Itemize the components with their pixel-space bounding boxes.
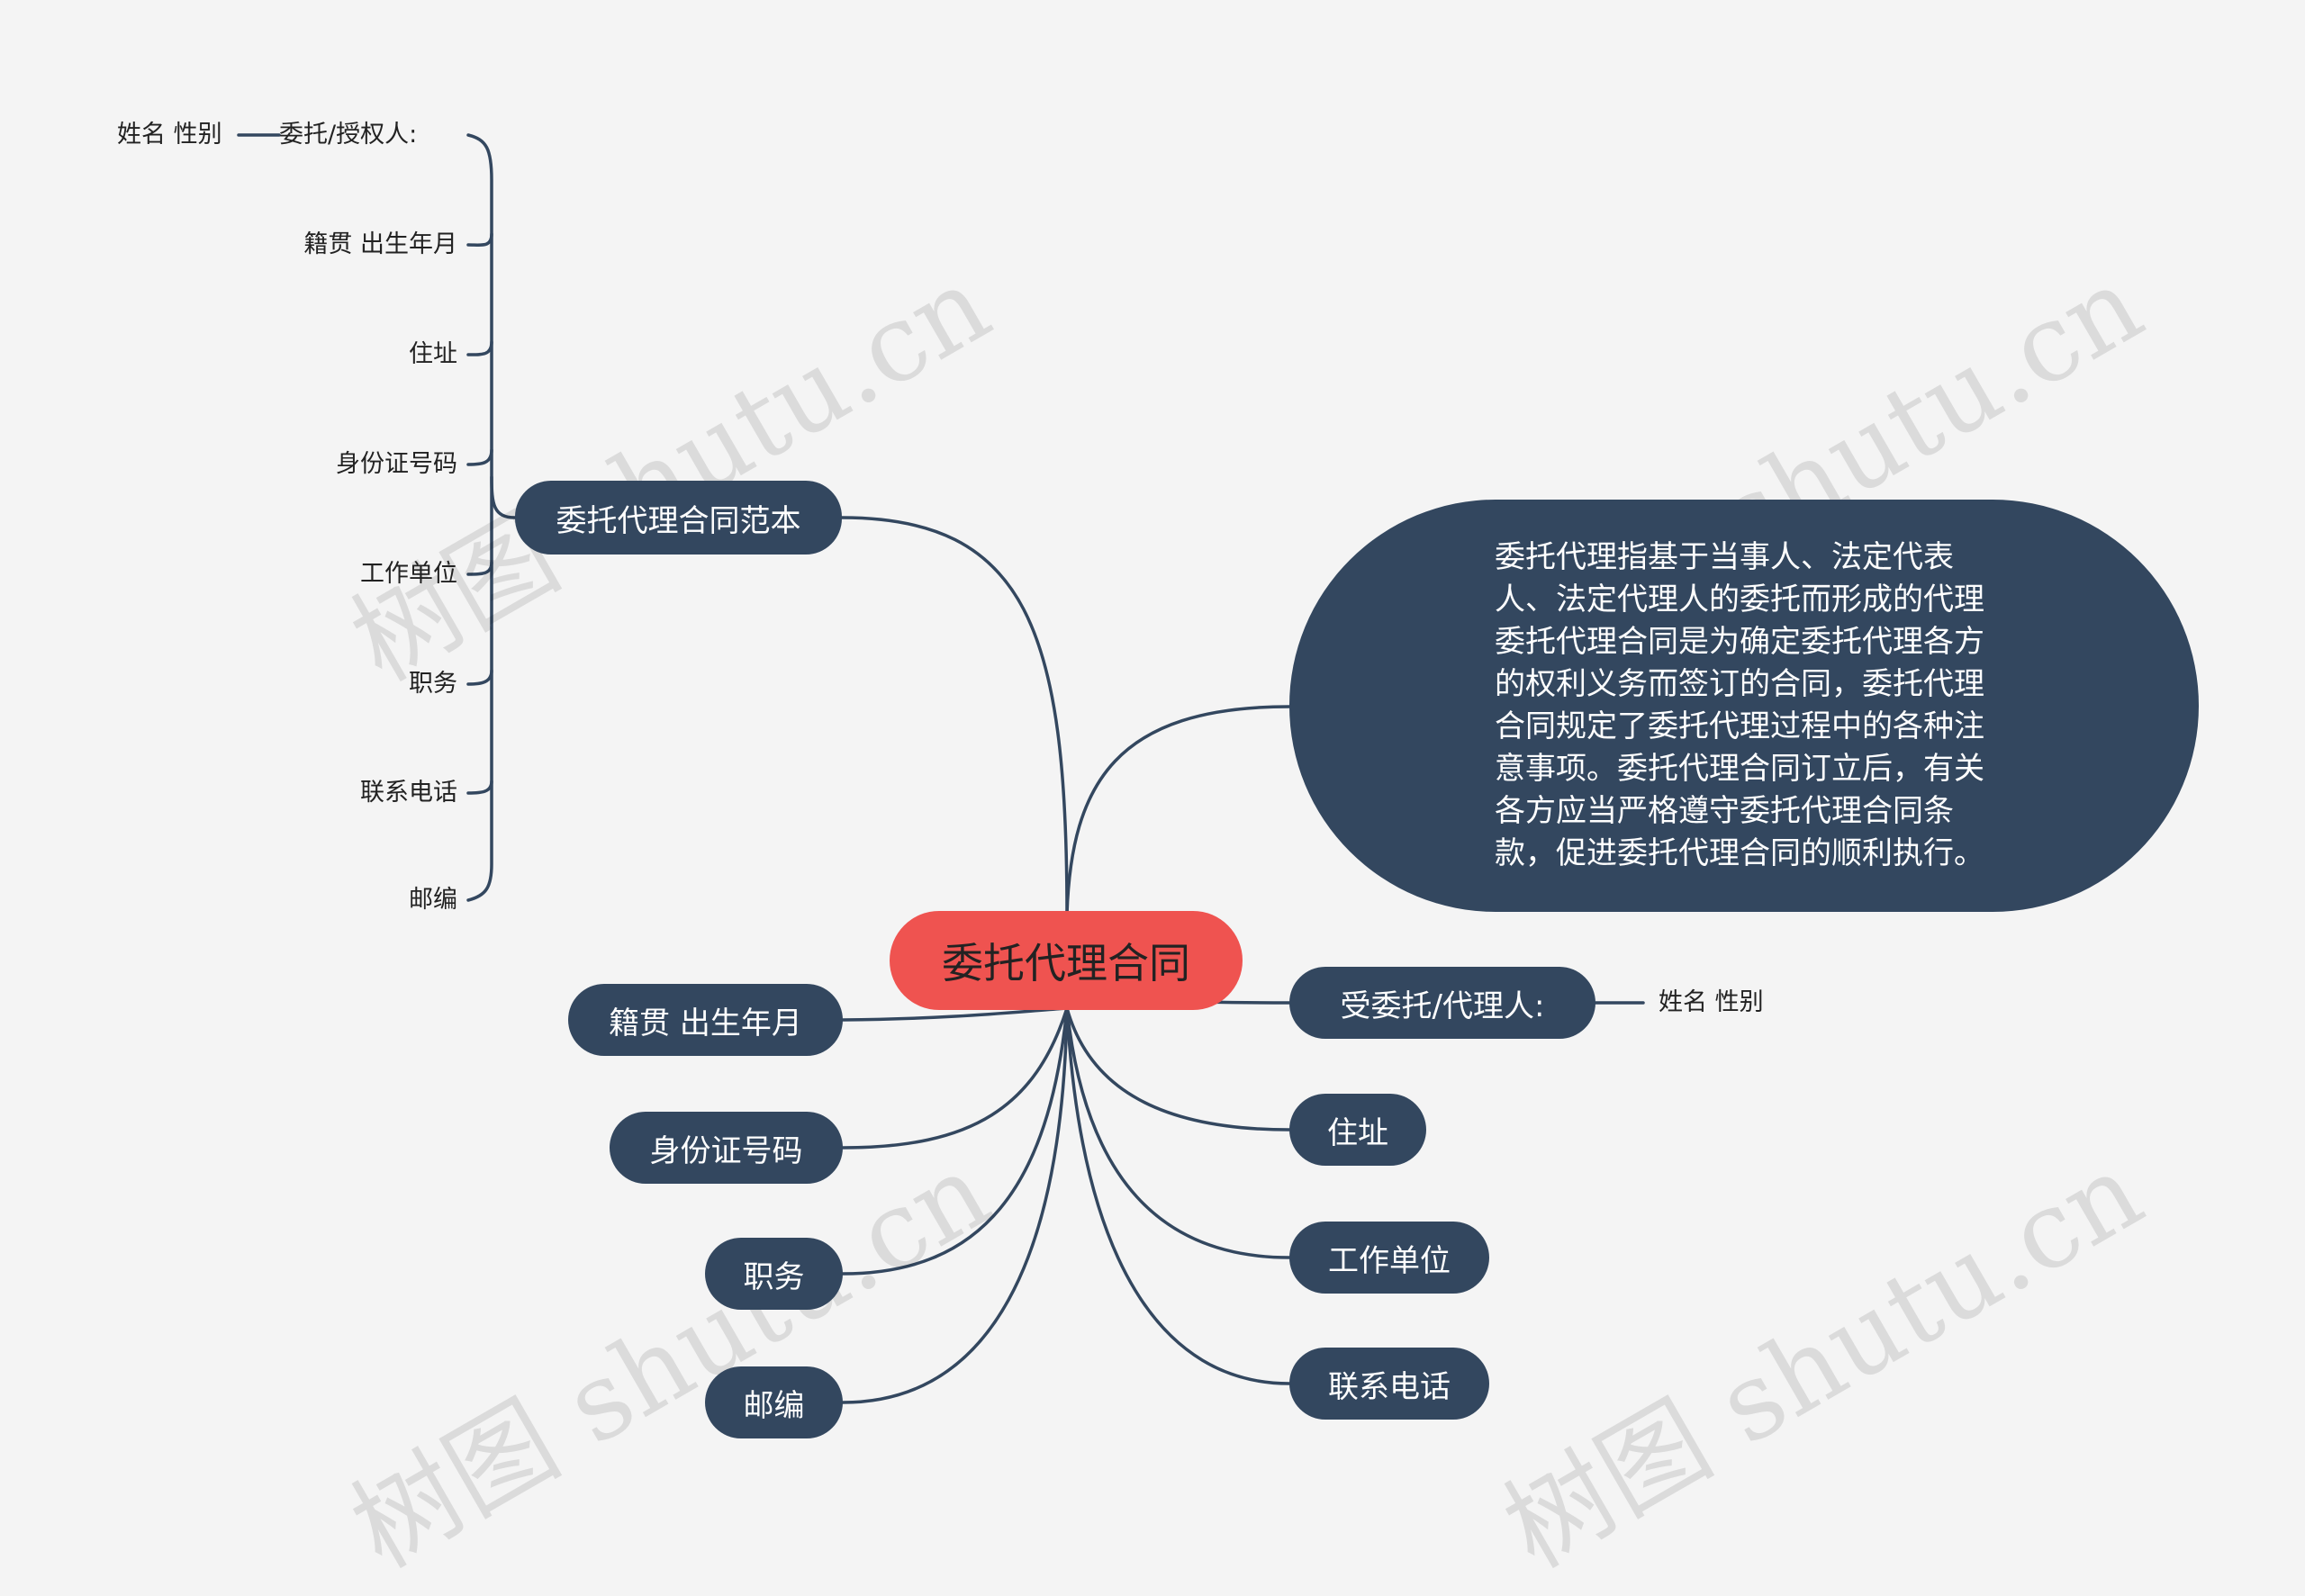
- connector-right-4: [1065, 1006, 1291, 1385]
- template-branch-label: 委托代理合同范本: [556, 502, 801, 539]
- right-leaf-value: 姓名 性别: [1659, 988, 1764, 1016]
- left-node-label: 邮编: [743, 1387, 805, 1424]
- bracket-leaf-value: 姓名 性别: [117, 121, 222, 149]
- connector-left-2: [841, 1006, 1069, 1150]
- left-node-label: 籍贯 出生年月: [609, 1005, 802, 1041]
- connector-bracket: [466, 133, 517, 519]
- connector-right-2: [1065, 1006, 1291, 1132]
- connector-description: [1065, 705, 1291, 915]
- left-node-position[interactable]: 职务: [705, 1238, 843, 1310]
- description-node[interactable]: 委托代理指基于当事人、法定代表人、法定代理人的委托而形成的代理委托代理合同是为确…: [1289, 500, 2199, 912]
- right-node-phone[interactable]: 联系电话: [1289, 1348, 1489, 1420]
- right-node-label: 工作单位: [1328, 1242, 1451, 1279]
- left-node-birthplace[interactable]: 籍贯 出生年月: [568, 984, 843, 1056]
- description-text: 委托代理指基于当事人、法定代表人、法定代理人的委托而形成的代理委托代理合同是为确…: [1495, 539, 1984, 871]
- right-node-label: 受委托/代理人:: [1340, 987, 1545, 1024]
- right-node-agent[interactable]: 受委托/代理人:: [1289, 967, 1595, 1039]
- root-node[interactable]: 委托代理合同: [890, 911, 1243, 1010]
- bracket-leaf-label: 委托/授权人:: [279, 121, 418, 149]
- connector-left-4: [841, 1006, 1069, 1404]
- right-node-label: 住址: [1327, 1114, 1388, 1151]
- right-node-address[interactable]: 住址: [1289, 1094, 1426, 1166]
- right-node-workplace[interactable]: 工作单位: [1289, 1222, 1489, 1294]
- root-label: 委托代理合同: [942, 939, 1190, 987]
- bracket-leaf-label: 籍贯 出生年月: [303, 230, 457, 258]
- left-node-label: 身份证号码: [649, 1132, 803, 1169]
- bracket-leaf-label: 工作单位: [360, 560, 457, 588]
- connector-left-3: [841, 1006, 1069, 1276]
- connector-layer: [237, 133, 1645, 1404]
- connector-right-3: [1065, 1006, 1291, 1259]
- bracket-leaf-label: 联系电话: [360, 779, 457, 807]
- left-node-label: 职务: [743, 1258, 805, 1295]
- right-node-label: 联系电话: [1328, 1368, 1451, 1405]
- template-branch-node[interactable]: 委托代理合同范本: [515, 481, 842, 555]
- bracket-leaf-label: 职务: [409, 670, 457, 698]
- bracket-leaf-label: 身份证号码: [336, 450, 457, 478]
- connector-template-branch: [840, 516, 1069, 915]
- bracket-leaf-label: 住址: [409, 340, 457, 368]
- bracket-leaf-label: 邮编: [409, 886, 457, 914]
- left-node-postcode[interactable]: 邮编: [705, 1366, 843, 1438]
- left-node-id-number[interactable]: 身份证号码: [610, 1112, 843, 1184]
